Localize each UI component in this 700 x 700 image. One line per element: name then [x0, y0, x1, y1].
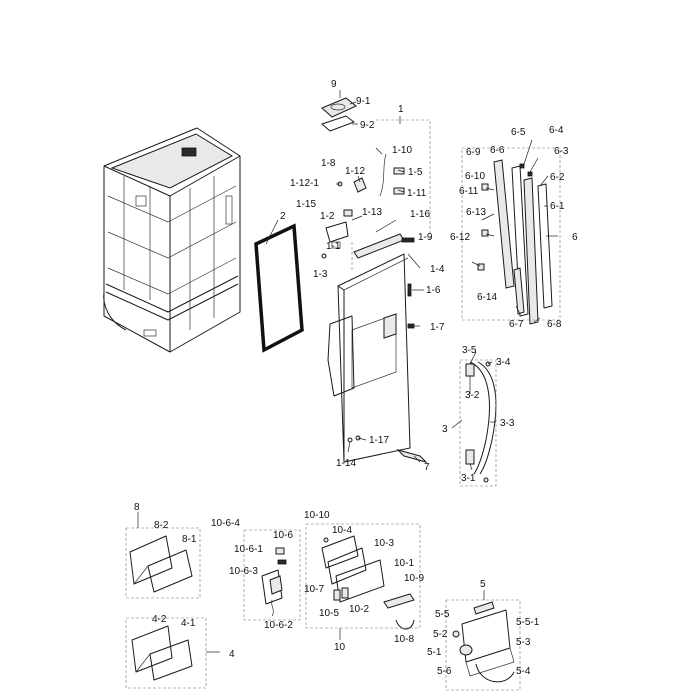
callout-1-17: 1-17: [369, 435, 389, 446]
callout-10-10: 10-10: [304, 510, 330, 521]
callout-6-8: 6-8: [547, 319, 562, 330]
callout-1-13: 1-13: [362, 207, 382, 218]
callout-1-12-1: 1-12-1: [290, 178, 319, 189]
callout-3: 3: [442, 424, 448, 435]
refrigerator-cabinet-illustration: [103, 127, 241, 353]
callout-1-11: 1-11: [407, 188, 427, 199]
callout-10-2: 10-2: [349, 604, 369, 615]
hinge-cap-illustration: [321, 90, 358, 132]
callout-10-4: 10-4: [332, 525, 352, 536]
ice-bucket-assembly-illustration: [305, 523, 421, 630]
callout-6-5: 6-5: [511, 127, 526, 138]
callout-1-8: 1-8: [321, 158, 336, 169]
callout-labels: 9 9-1 9-2 1 1-10 1-8 1-12 1-5 1-12-1 1-1…: [134, 79, 578, 677]
callout-10-6-2: 10-6-2: [264, 620, 293, 631]
callout-1-5: 1-5: [408, 167, 423, 178]
callout-5-1: 5-1: [427, 647, 442, 658]
callout-8: 8: [134, 502, 140, 513]
callout-1-2: 1-2: [320, 211, 335, 222]
callout-5-2: 5-2: [433, 629, 448, 640]
door-handle-illustration: [459, 359, 497, 487]
callout-10-6-4: 10-6-4: [211, 518, 240, 529]
callout-10: 10: [334, 642, 346, 653]
callout-3-3: 3-3: [500, 418, 515, 429]
callout-5: 5: [480, 579, 486, 590]
callout-5-5-1: 5-5-1: [516, 617, 540, 628]
callout-5-6: 5-6: [437, 666, 452, 677]
callout-1-4: 1-4: [430, 264, 445, 275]
callout-1: 1: [398, 104, 404, 115]
callout-9: 9: [331, 79, 337, 90]
callout-5-3: 5-3: [516, 637, 531, 648]
callout-6: 6: [572, 232, 578, 243]
door-gasket-illustration: [254, 223, 304, 353]
callout-10-7: 10-7: [304, 584, 324, 595]
callout-7: 7: [424, 462, 430, 473]
callout-4-1: 4-1: [181, 618, 196, 629]
callout-5-5: 5-5: [435, 609, 450, 620]
leader-lines: [137, 139, 558, 653]
bin-4-illustration: [125, 617, 207, 689]
callout-6-4: 6-4: [549, 125, 564, 136]
callout-6-10: 6-10: [465, 171, 485, 182]
callout-6-6: 6-6: [490, 145, 505, 156]
callout-8-1: 8-1: [182, 534, 197, 545]
callout-10-9: 10-9: [404, 573, 424, 584]
callout-1-10: 1-10: [392, 145, 412, 156]
callout-6-7: 6-7: [509, 319, 524, 330]
callout-4-2: 4-2: [152, 614, 167, 625]
callout-1-14: 1-14: [336, 458, 356, 469]
callout-5-4: 5-4: [516, 666, 531, 677]
callout-6-9: 6-9: [466, 147, 481, 158]
callout-8-2: 8-2: [154, 520, 169, 531]
callout-10-6-3: 10-6-3: [229, 566, 258, 577]
callout-1-9: 1-9: [418, 232, 433, 243]
callout-6-2: 6-2: [550, 172, 565, 183]
callout-1-7: 1-7: [430, 322, 445, 333]
callout-3-4: 3-4: [496, 357, 511, 368]
ice-maker-assembly-illustration: [445, 599, 521, 691]
callout-6-11: 6-11: [459, 186, 479, 197]
callout-3-2: 3-2: [465, 390, 480, 401]
callout-9-1: 9-1: [356, 96, 371, 107]
door-trim-assembly-illustration: [461, 147, 561, 325]
callout-1-6: 1-6: [426, 285, 441, 296]
callout-4: 4: [229, 649, 235, 660]
callout-2: 2: [280, 211, 286, 222]
callout-6-14: 6-14: [477, 292, 497, 303]
callout-6-3: 6-3: [554, 146, 569, 157]
callout-1-15: 1-15: [296, 199, 316, 210]
callout-1-3: 1-3: [313, 269, 328, 280]
bottom-trim-illustration: [396, 449, 428, 463]
callout-10-3: 10-3: [374, 538, 394, 549]
callout-10-8: 10-8: [394, 634, 414, 645]
callout-1-12: 1-12: [345, 166, 365, 177]
callout-3-1: 3-1: [461, 473, 476, 484]
callout-6-13: 6-13: [466, 207, 486, 218]
callout-6-1: 6-1: [550, 201, 565, 212]
callout-3-5: 3-5: [462, 345, 477, 356]
callout-10-6: 10-6: [273, 530, 293, 541]
callout-10-6-1: 10-6-1: [234, 544, 263, 555]
callout-9-2: 9-2: [360, 120, 375, 131]
callout-10-1: 10-1: [394, 558, 414, 569]
callout-1-16: 1-16: [410, 209, 430, 220]
callout-10-5: 10-5: [319, 608, 339, 619]
callout-1-1: 1-1: [326, 241, 341, 252]
ice-chute-assembly-illustration: [243, 529, 301, 621]
callout-6-12: 6-12: [450, 232, 470, 243]
bin-8-illustration: [125, 527, 201, 599]
